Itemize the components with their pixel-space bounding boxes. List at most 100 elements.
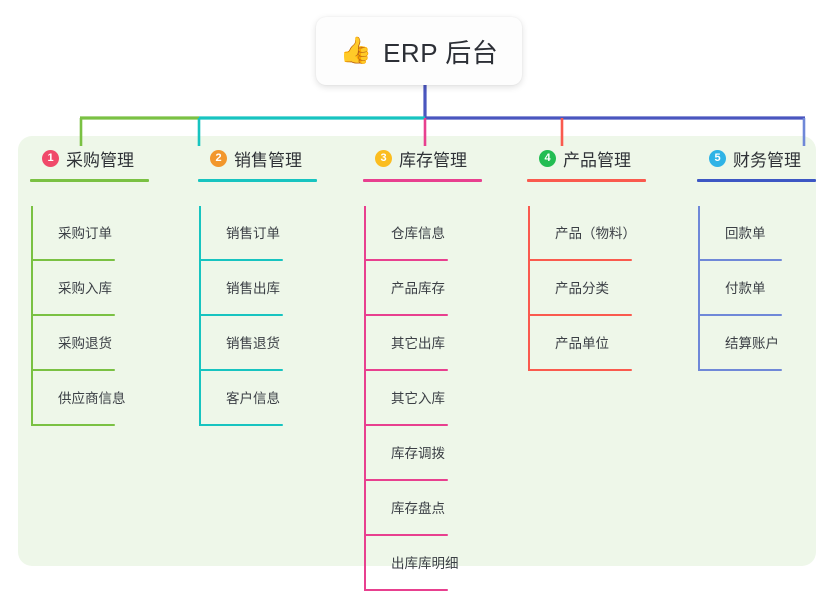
root-node-erp-backend[interactable]: 👍 ERP 后台 [316, 17, 522, 85]
branch-header-4[interactable]: 4 产品管理 [527, 146, 646, 182]
leaf-node-label: 产品库存 [391, 281, 445, 296]
branch-title-label: 产品管理 [563, 150, 631, 170]
leaf-node[interactable]: 结算账户 [697, 316, 801, 371]
leaf-node-underline [364, 534, 448, 536]
branch-header-underline [363, 179, 482, 182]
leaf-node-underline [364, 424, 448, 426]
branch-number-badge: 4 [539, 149, 556, 167]
leaf-node-label: 付款单 [725, 281, 766, 296]
branch-spine-line [31, 206, 33, 426]
branch-header-underline [697, 179, 816, 182]
leaf-node[interactable]: 采购入库 [30, 261, 134, 316]
branch-spine-line [698, 206, 700, 371]
leaf-node-underline [199, 369, 283, 371]
leaf-node-underline [528, 369, 632, 371]
branch-column-3: 3 库存管理仓库信息产品库存其它出库其它入库库存调拨库存盘点出库库明细 [363, 146, 482, 591]
leaf-node-label: 产品单位 [555, 336, 609, 351]
branch-spine-line [199, 206, 201, 426]
leaf-node-label: 供应商信息 [58, 391, 126, 406]
leaf-node[interactable]: 销售出库 [198, 261, 302, 316]
branch-header-2[interactable]: 2 销售管理 [198, 146, 317, 182]
branch-number-badge: 5 [709, 149, 726, 167]
branch-title-label: 销售管理 [234, 150, 302, 170]
branch-items-list: 回款单付款单结算账户 [697, 206, 801, 371]
leaf-node-underline [199, 424, 283, 426]
leaf-node-underline [31, 259, 115, 261]
leaf-node[interactable]: 采购订单 [30, 206, 134, 261]
branch-column-2: 2 销售管理销售订单销售出库销售退货客户信息 [198, 146, 317, 426]
branch-items-list: 采购订单采购入库采购退货供应商信息 [30, 206, 134, 426]
leaf-node-label: 采购退货 [58, 336, 112, 351]
leaf-node[interactable]: 产品库存 [363, 261, 467, 316]
leaf-node-underline [31, 314, 115, 316]
branch-number-badge: 2 [210, 149, 227, 167]
leaf-node-underline [698, 259, 782, 261]
branch-items-list: 产品（物料） 产品分类产品单位 [527, 206, 636, 371]
thumbs-up-icon: 👍 [339, 35, 373, 65]
leaf-node[interactable]: 回款单 [697, 206, 801, 261]
branch-column-5: 5 财务管理回款单付款单结算账户 [697, 146, 816, 371]
branch-number-badge: 1 [42, 149, 59, 167]
leaf-node[interactable]: 其它出库 [363, 316, 467, 371]
branch-spine-line [528, 206, 530, 371]
leaf-node-label: 仓库信息 [391, 226, 445, 241]
leaf-node[interactable]: 仓库信息 [363, 206, 467, 261]
leaf-node[interactable]: 客户信息 [198, 371, 302, 426]
leaf-node-underline [364, 479, 448, 481]
leaf-node-underline [364, 314, 448, 316]
branch-title-label: 采购管理 [66, 150, 134, 170]
branch-title-label: 财务管理 [733, 150, 801, 170]
leaf-node-label: 回款单 [725, 226, 766, 241]
diagram-background-panel [18, 136, 816, 566]
leaf-node-label: 采购订单 [58, 226, 112, 241]
branch-header-3[interactable]: 3 库存管理 [363, 146, 482, 182]
leaf-node-label: 客户信息 [226, 391, 280, 406]
leaf-node[interactable]: 供应商信息 [30, 371, 134, 426]
leaf-node-label: 其它入库 [391, 391, 445, 406]
leaf-node[interactable]: 库存盘点 [363, 481, 467, 536]
leaf-node-underline [199, 314, 283, 316]
leaf-node-label: 产品分类 [555, 281, 609, 296]
leaf-node[interactable]: 产品分类 [527, 261, 632, 316]
leaf-node-label: 销售订单 [226, 226, 280, 241]
leaf-node[interactable]: 出库库明细 [363, 536, 467, 591]
leaf-node-label: 库存盘点 [391, 501, 445, 516]
branch-header-5[interactable]: 5 财务管理 [697, 146, 816, 182]
leaf-node-underline [199, 259, 283, 261]
leaf-node-label: 结算账户 [725, 336, 779, 351]
leaf-node[interactable]: 其它入库 [363, 371, 467, 426]
leaf-node[interactable]: 库存调拨 [363, 426, 467, 481]
root-node-label: ERP 后台 [383, 37, 499, 68]
leaf-node[interactable]: 采购退货 [30, 316, 134, 371]
leaf-node-label: 采购入库 [58, 281, 112, 296]
leaf-node[interactable]: 销售退货 [198, 316, 302, 371]
branch-items-list: 销售订单销售出库销售退货客户信息 [198, 206, 302, 426]
branch-header-underline [30, 179, 149, 182]
leaf-node-label: 其它出库 [391, 336, 445, 351]
branch-column-4: 4 产品管理产品（物料） 产品分类产品单位 [527, 146, 646, 371]
branch-number-badge: 3 [375, 149, 392, 167]
leaf-node[interactable]: 产品（物料） [527, 206, 636, 261]
leaf-node[interactable]: 产品单位 [527, 316, 632, 371]
leaf-node-underline [364, 259, 448, 261]
leaf-node-label: 出库库明细 [391, 556, 459, 571]
leaf-node-label: 销售出库 [226, 281, 280, 296]
leaf-node[interactable]: 销售订单 [198, 206, 302, 261]
leaf-node-underline [698, 369, 782, 371]
branch-title-label: 库存管理 [399, 150, 467, 170]
leaf-node-underline [31, 369, 115, 371]
branch-header-1[interactable]: 1 采购管理 [30, 146, 149, 182]
branch-column-1: 1 采购管理采购订单采购入库采购退货供应商信息 [30, 146, 149, 426]
leaf-node[interactable]: 付款单 [697, 261, 801, 316]
leaf-node-underline [528, 259, 632, 261]
leaf-node-label: 库存调拨 [391, 446, 445, 461]
leaf-node-underline [31, 424, 115, 426]
leaf-node-label: 产品（物料） [555, 226, 636, 241]
leaf-node-label: 销售退货 [226, 336, 280, 351]
branch-spine-line [364, 206, 366, 591]
branch-header-underline [527, 179, 646, 182]
leaf-node-underline [528, 314, 632, 316]
branch-header-underline [198, 179, 317, 182]
leaf-node-underline [698, 314, 782, 316]
